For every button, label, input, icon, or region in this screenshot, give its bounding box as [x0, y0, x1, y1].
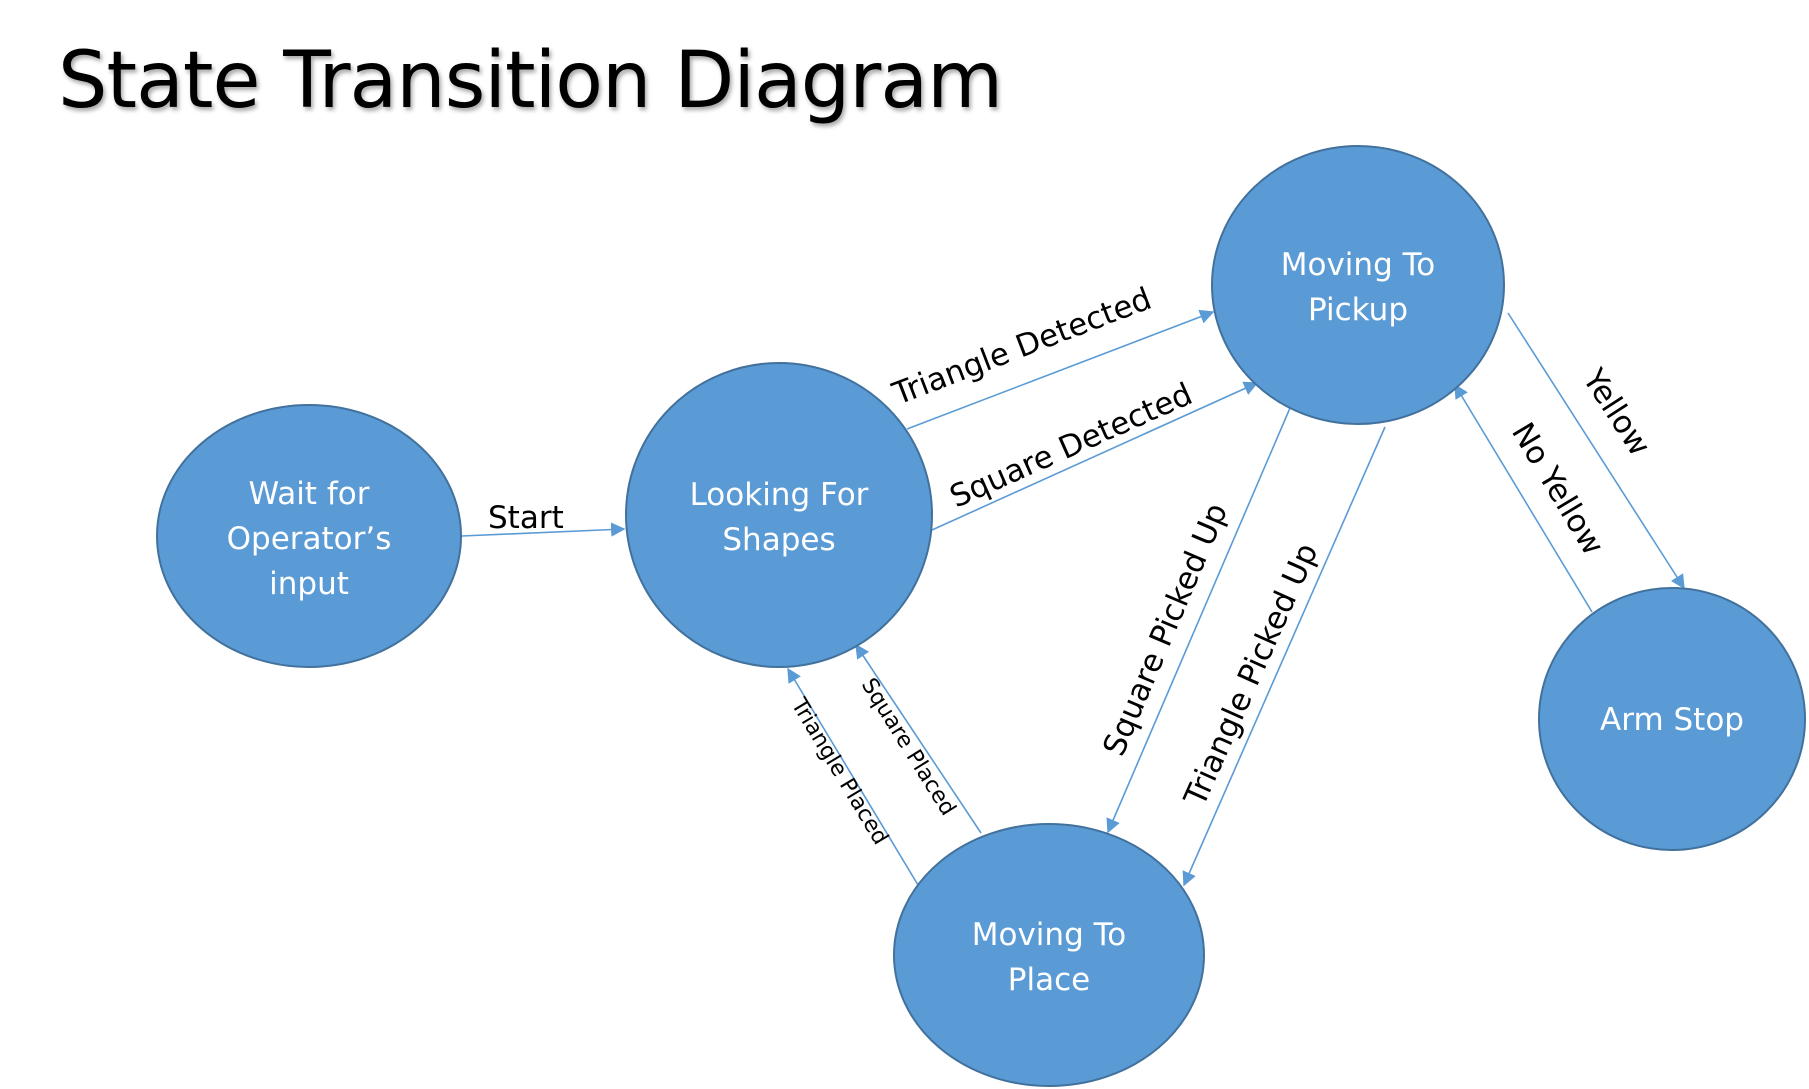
label-start: Start [488, 500, 564, 536]
state-moving-to-place: Moving To Place [893, 823, 1205, 1087]
state-wait-shape [156, 404, 462, 668]
edge-triangle-picked-up [1182, 426, 1386, 887]
state-armstop-shape [1538, 587, 1806, 851]
page-title: State Transition Diagram [58, 36, 1003, 126]
state-wait-label-1: Wait for [249, 476, 370, 512]
label-yellow: Yellow [1575, 362, 1658, 462]
state-armstop-label: Arm Stop [1600, 702, 1744, 738]
state-pickup-label-1: Moving To [1281, 247, 1436, 283]
edge-square-detected [931, 381, 1259, 531]
state-wait-label-3: input [269, 566, 349, 602]
state-wait-for-operator: Wait for Operator’s input [156, 404, 462, 668]
state-pickup-label-2: Pickup [1308, 292, 1408, 328]
state-looking-for-shapes: Looking For Shapes [625, 362, 933, 668]
label-triangle-detected: Triangle Detected [887, 281, 1156, 413]
state-arm-stop: Arm Stop [1538, 587, 1806, 851]
edge-triangle-detected [906, 309, 1215, 430]
state-wait-label-2: Operator’s [227, 521, 392, 557]
label-square-placed: Square Placed [856, 674, 960, 820]
state-place-shape [893, 823, 1205, 1087]
edge-triangle-placed [787, 667, 919, 886]
state-place-label-2: Place [1008, 962, 1090, 998]
edge-square-placed [855, 643, 982, 834]
state-looking-label-2: Shapes [722, 522, 835, 558]
edge-no-yellow [1454, 383, 1593, 613]
state-looking-label-1: Looking For [690, 477, 869, 513]
edge-start [461, 522, 626, 537]
edge-yellow [1507, 312, 1685, 590]
edge-square-picked-up [1106, 407, 1291, 834]
label-no-yellow: No Yellow [1504, 417, 1611, 562]
state-looking-shape [625, 362, 933, 668]
state-pickup-shape [1211, 145, 1505, 425]
state-moving-to-pickup: Moving To Pickup [1211, 145, 1505, 425]
state-place-label-1: Moving To [972, 917, 1127, 953]
label-square-detected: Square Detected [945, 376, 1198, 515]
